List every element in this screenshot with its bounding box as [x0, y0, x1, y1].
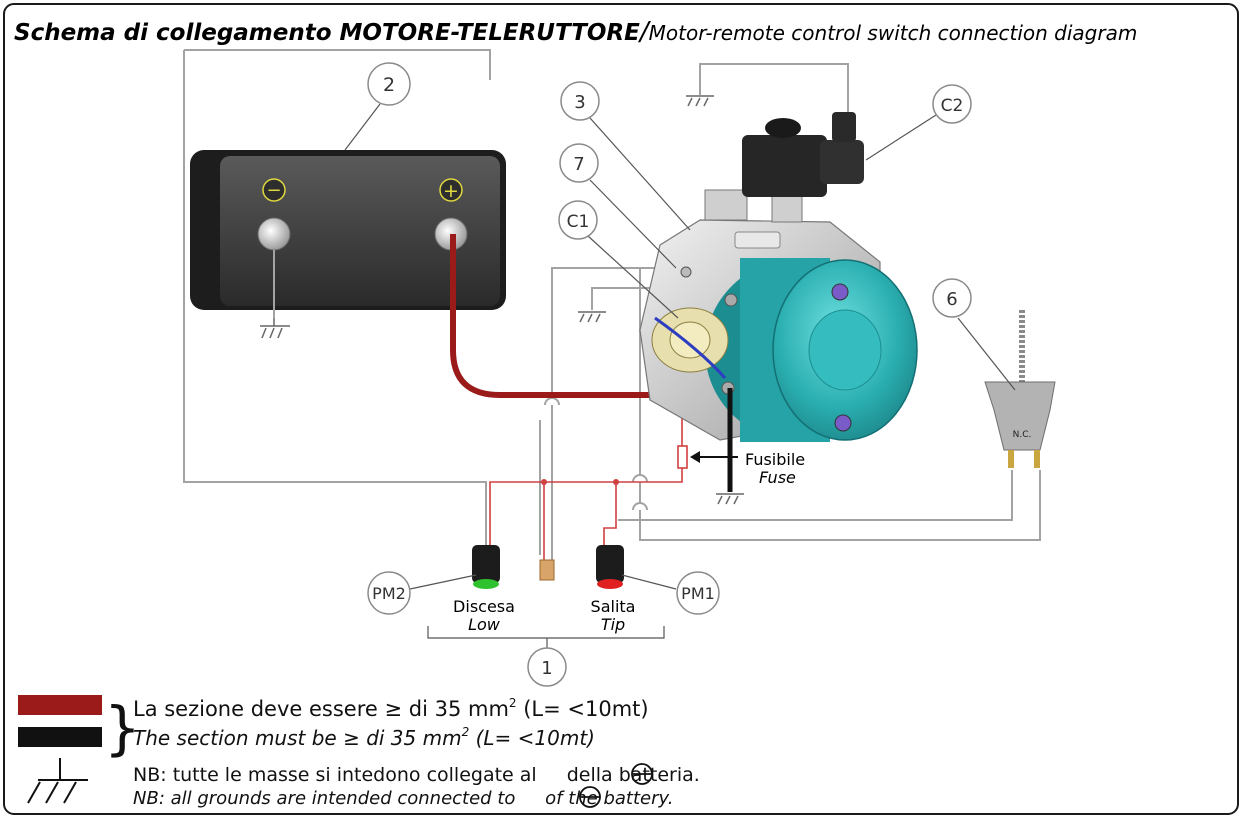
callout-6: 6	[932, 278, 972, 318]
battery-plus-label: +	[443, 180, 459, 202]
callout-3: 3	[560, 81, 600, 121]
motor-bolt-icon	[831, 283, 849, 301]
wire-hops	[544, 397, 648, 511]
battery-plus-icon	[439, 178, 463, 202]
callout-pm2: PM2	[367, 571, 411, 615]
green-button-led-icon	[473, 579, 499, 589]
fuse-label-en: Fuse	[759, 468, 796, 487]
svg-text:C2: C2	[941, 96, 964, 116]
legend-black-swatch	[18, 727, 102, 747]
outer-frame	[3, 3, 1239, 815]
callout-2: 2	[367, 62, 411, 106]
button-pm2	[472, 545, 500, 589]
connector-center	[539, 559, 555, 581]
title-bold: Schema di collegamento MOTORE-TELERUTTOR…	[14, 20, 640, 46]
nc-switch-label: N.C.	[1013, 430, 1032, 440]
wire-c2-ground	[699, 63, 849, 112]
nc-switch: N.C.	[984, 310, 1056, 468]
battery-minus-symbol-icon	[631, 763, 653, 785]
svg-text:2: 2	[383, 74, 395, 96]
tip-label-it: Salita	[591, 597, 636, 616]
red-junctions	[541, 479, 619, 485]
battery: − +	[190, 150, 506, 310]
legend-red-swatch	[18, 695, 102, 715]
solenoid-coil-c2	[742, 112, 864, 197]
svg-text:6: 6	[946, 289, 957, 310]
battery-minus-symbol-icon	[579, 786, 601, 808]
legend-nb-en: NB: all grounds are intended connected t…	[133, 788, 673, 809]
leader-lines	[344, 103, 1016, 590]
svg-text:PM2: PM2	[372, 584, 406, 603]
thin-wiring	[183, 49, 1041, 560]
button-pm1	[596, 545, 624, 589]
wire-motor-switch	[639, 268, 1041, 541]
low-label-en: Low	[468, 615, 501, 634]
wire-loop-pm2	[183, 50, 487, 548]
title-normal: Motor-remote control switch connection d…	[649, 21, 1138, 45]
svg-text:7: 7	[573, 154, 584, 175]
wire-red-pm1	[603, 482, 617, 548]
motor-bolt-icon	[834, 414, 852, 432]
ground-icon	[716, 493, 744, 505]
wire-c1-ground	[591, 287, 670, 310]
wire-center-motor	[551, 267, 668, 560]
wire-red-main	[489, 400, 683, 548]
low-label-it: Discesa	[453, 597, 515, 616]
callouts: 2 3 7 C1 C2 6 PM2 PM1	[367, 62, 972, 687]
callout-pm1: PM1	[676, 571, 720, 615]
svg-text:PM1: PM1	[681, 584, 715, 603]
thick-red-cable	[450, 234, 690, 398]
battery-minus-terminal	[257, 217, 291, 251]
fuse-icon	[677, 445, 688, 469]
ground-icon	[260, 318, 290, 339]
bracket	[427, 626, 665, 639]
svg-text:3: 3	[574, 92, 585, 113]
battery-minus-icon	[262, 178, 286, 202]
callout-1: 1	[527, 647, 567, 687]
motor-assembly	[639, 189, 918, 442]
fuse-label-it: Fusibile	[745, 450, 805, 469]
tip-label-en: Tip	[601, 615, 625, 634]
ground-icon	[578, 311, 606, 323]
legend-section-it: La sezione deve essere ≥ di 35 mm2 (L= <…	[133, 696, 649, 721]
legend-ground-icon	[27, 758, 88, 804]
legend-brace: }	[104, 694, 141, 762]
svg-text:1: 1	[541, 658, 552, 679]
legend-nb-it: NB: tutte le masse si intedono collegate…	[133, 764, 700, 786]
wire-pm1-switch	[618, 470, 1013, 521]
red-wiring	[489, 400, 683, 560]
callout-c1: C1	[558, 200, 598, 240]
callout-7: 7	[559, 143, 599, 183]
legend: } La sezione deve essere ≥ di 35 mm2 (L=…	[18, 694, 700, 809]
svg-text:C1: C1	[567, 212, 590, 232]
fuse-arrowhead-icon	[690, 451, 700, 463]
ground-icon	[686, 95, 714, 107]
legend-section-en: The section must be ≥ di 35 mm2 (L= <10m…	[133, 725, 595, 750]
title: Schema di collegamento MOTORE-TELERUTTOR…	[14, 17, 1137, 47]
battery-minus-label: −	[266, 180, 281, 201]
red-button-led-icon	[597, 579, 623, 589]
title-separator: /	[638, 17, 652, 47]
callout-c2: C2	[932, 84, 972, 124]
